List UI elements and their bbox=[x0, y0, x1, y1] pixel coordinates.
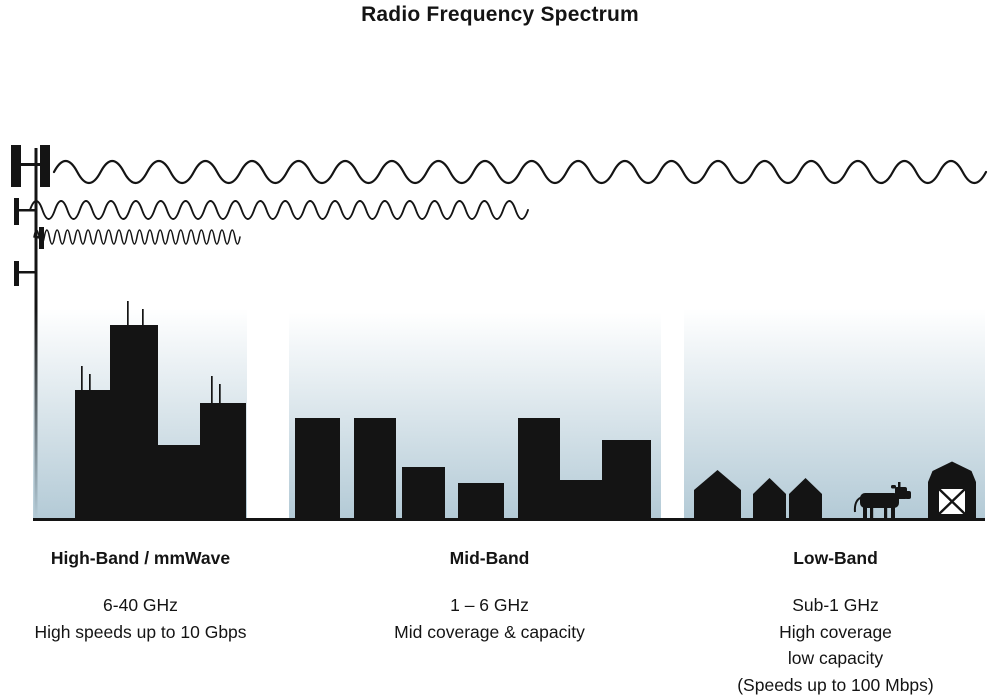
tower-antenna-panel bbox=[40, 145, 50, 187]
low-band-wave-icon bbox=[52, 159, 988, 185]
house-icon bbox=[789, 478, 822, 520]
house-icon bbox=[694, 470, 741, 520]
house-icon bbox=[753, 478, 786, 520]
rural-houses-cow-barn bbox=[694, 461, 976, 520]
tower-antenna-low bbox=[14, 261, 35, 286]
building bbox=[402, 467, 445, 520]
tower-antenna-panel bbox=[11, 145, 21, 187]
low-band-detail: High coverage bbox=[779, 621, 892, 642]
mid-band-frequency: 1 – 6 GHz bbox=[450, 595, 529, 615]
building bbox=[518, 418, 560, 520]
building bbox=[458, 483, 504, 520]
mid-band-wave-icon bbox=[29, 200, 529, 220]
cow-icon bbox=[853, 482, 911, 520]
high-band-caption: High-Band / mmWave 6-40 GHz High speeds … bbox=[23, 548, 258, 645]
skyscraper bbox=[200, 376, 246, 521]
building bbox=[560, 480, 602, 520]
tower-crossbar bbox=[21, 163, 40, 166]
skyscraper bbox=[110, 301, 158, 521]
building bbox=[158, 445, 200, 521]
high-band-mmwave-wave-icon bbox=[33, 229, 241, 245]
mid-band-label: Mid-Band bbox=[449, 548, 530, 568]
low-band-detail: low capacity bbox=[787, 648, 884, 668]
low-band-caption: Low-Band Sub-1 GHz High coverage low cap… bbox=[717, 548, 954, 698]
building bbox=[295, 418, 340, 520]
high-band-detail: High speeds up to 10 Gbps bbox=[34, 621, 247, 642]
skyscraper bbox=[75, 366, 111, 521]
barn-icon bbox=[928, 461, 976, 520]
low-band-frequency: Sub-1 GHz bbox=[792, 595, 879, 615]
building bbox=[354, 418, 396, 520]
mid-rise-buildings bbox=[295, 418, 651, 520]
tower-antenna-small bbox=[36, 227, 44, 249]
low-band-label: Low-Band bbox=[793, 548, 878, 568]
high-band-label: High-Band / mmWave bbox=[50, 548, 231, 568]
city-skyline bbox=[75, 301, 246, 521]
high-band-frequency: 6-40 GHz bbox=[103, 595, 178, 615]
tower-antenna-mid bbox=[14, 198, 35, 225]
ground-line bbox=[33, 518, 985, 521]
diagram-title: Radio Frequency Spectrum bbox=[361, 3, 639, 26]
building bbox=[602, 440, 651, 520]
mid-band-detail: Mid coverage & capacity bbox=[394, 621, 585, 642]
low-band-detail: (Speeds up to 100 Mbps) bbox=[737, 674, 934, 695]
mid-band-caption: Mid-Band 1 – 6 GHz Mid coverage & capaci… bbox=[372, 548, 607, 645]
